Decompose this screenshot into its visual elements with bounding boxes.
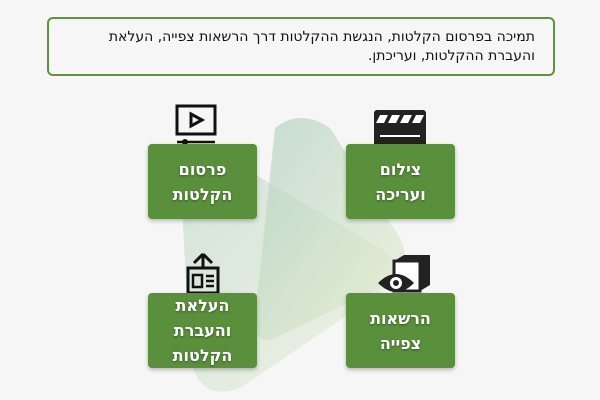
card-view-permissions[interactable]: הרשאות צפייה (346, 293, 455, 368)
card-line: הרשאות (370, 308, 431, 328)
description-text: תמיכה בפרסום הקלטות, הנגשת ההקלטות דרך ה… (108, 29, 535, 64)
card-line: העלאת (175, 296, 230, 315)
card-line: פרסום (178, 159, 227, 179)
eye-permission-icon (378, 255, 430, 293)
description-box: תמיכה בפרסום הקלטות, הנגשת ההקלטות דרך ה… (47, 17, 555, 76)
clapperboard-icon (374, 110, 426, 154)
card-publish-recordings[interactable]: פרסום הקלטות (148, 144, 257, 219)
card-filming-editing[interactable]: צילום ועריכה (346, 144, 455, 219)
card-line: צילום (379, 159, 422, 179)
card-line: צפייה (379, 333, 422, 353)
upload-icon (186, 252, 220, 295)
card-line: הקלטות (172, 346, 233, 365)
video-monitor-icon (175, 104, 217, 145)
card-line: והעברת (173, 321, 232, 340)
card-upload-transfer[interactable]: העלאת והעברת הקלטות (148, 293, 257, 368)
card-line: הקלטות (172, 184, 233, 204)
card-line: ועריכה (375, 184, 426, 204)
